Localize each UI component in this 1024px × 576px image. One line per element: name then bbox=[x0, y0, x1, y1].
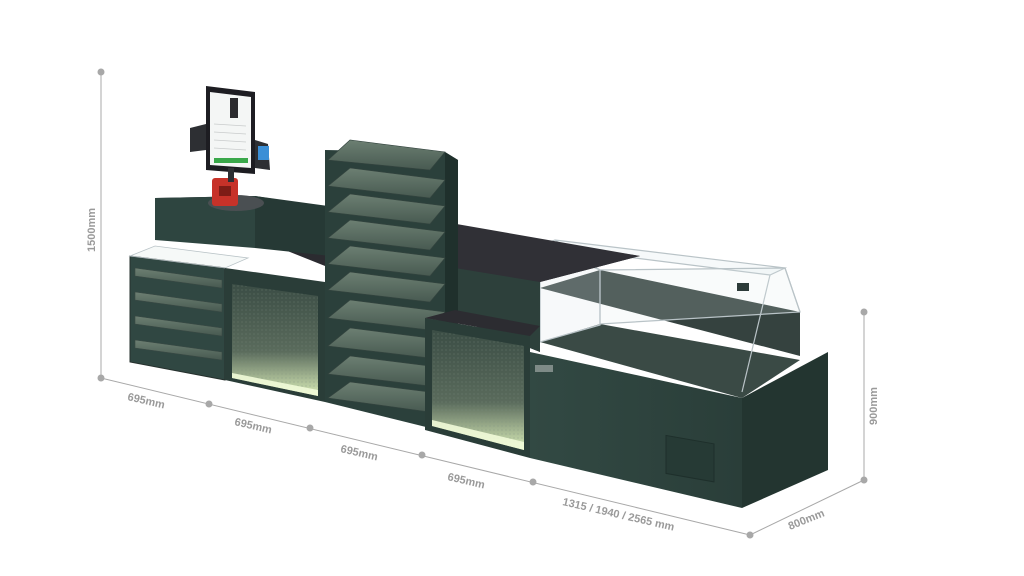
dimension-lines bbox=[97, 68, 868, 539]
module-1-label: 695mm bbox=[126, 391, 166, 411]
depth-label: 800mm bbox=[787, 507, 827, 532]
open-shelf-module bbox=[128, 245, 250, 381]
card-terminal bbox=[258, 146, 269, 160]
lit-door-module-1 bbox=[225, 268, 325, 402]
module-5-label: 1315 / 1940 / 2565 mm bbox=[561, 496, 675, 533]
module-4-label: 695mm bbox=[446, 471, 486, 491]
height-total-label: 1500mm bbox=[86, 208, 98, 252]
module-2-label: 695mm bbox=[233, 416, 273, 436]
self-checkout-kiosk bbox=[190, 86, 270, 211]
label-plate bbox=[535, 365, 553, 372]
tall-shelf-tower bbox=[325, 139, 458, 430]
vent-grille bbox=[665, 434, 715, 483]
lit-door-module-2 bbox=[425, 310, 540, 458]
height-counter-label: 900mm bbox=[868, 387, 880, 425]
module-3-label: 695mm bbox=[339, 443, 379, 463]
refrigerated-counter bbox=[530, 239, 828, 508]
